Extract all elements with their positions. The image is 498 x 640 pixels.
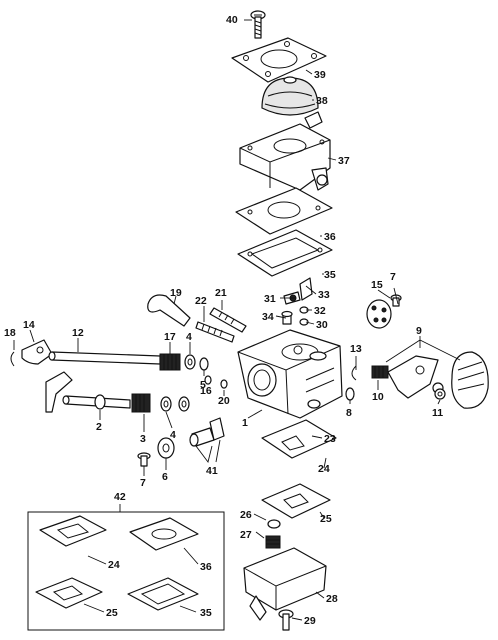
callout-14: 14 [23, 319, 35, 331]
callout-16: 16 [200, 385, 212, 397]
callout-24: 24 [318, 463, 330, 475]
callout-15: 15 [371, 279, 383, 291]
callout-21: 21 [215, 287, 227, 299]
part-18-clip [10, 351, 15, 367]
callout-23: 23 [324, 433, 336, 445]
callout-24-kit: 24 [108, 559, 120, 571]
part-37-pump-housing [239, 111, 331, 191]
part-4-washer-upper [184, 354, 196, 370]
callout-41: 41 [206, 465, 218, 477]
callout-34: 34 [262, 311, 274, 323]
callout-6: 6 [162, 471, 168, 483]
part-7-screw-top [390, 294, 402, 307]
part-12-choke-shaft [48, 351, 161, 365]
callout-39: 39 [314, 69, 326, 81]
part-33-fitting [299, 277, 313, 301]
part-26-valve [267, 519, 281, 529]
part-19-choke-knob [147, 294, 191, 327]
callout-2: 2 [96, 421, 102, 433]
part-16-plug [204, 375, 212, 385]
callout-28: 28 [326, 593, 338, 605]
callout-25: 25 [320, 513, 332, 525]
part-24-gasket [261, 419, 337, 459]
part-11-nut [434, 388, 446, 400]
part-13-clip [351, 365, 357, 381]
callout-13: 13 [350, 343, 362, 355]
part-36-pump-diaphragm [235, 187, 333, 235]
part-30-clip [299, 318, 309, 326]
part-4-washer-lower [160, 396, 172, 412]
callout-27: 27 [240, 529, 252, 541]
leader-lines [13, 19, 461, 621]
part-29-screw [278, 609, 294, 631]
callout-36: 36 [324, 231, 336, 243]
part-2-throttle-shaft [45, 371, 131, 413]
part-20-ring [220, 379, 228, 389]
callout-7-lower: 7 [140, 477, 146, 489]
callout-32: 32 [314, 305, 326, 317]
callout-22: 22 [195, 295, 207, 307]
part-1-carburetor-body [237, 329, 343, 419]
callout-26: 26 [240, 509, 252, 521]
callout-17: 17 [164, 331, 176, 343]
part-28-cover [243, 547, 327, 621]
callout-1: 1 [242, 417, 248, 429]
part-5-ring-lower [178, 396, 190, 412]
callout-36-kit: 36 [200, 561, 212, 573]
part-25-diaphragm [261, 483, 331, 519]
callout-8: 8 [346, 407, 352, 419]
callout-12: 12 [72, 327, 84, 339]
callout-7-top: 7 [390, 271, 396, 283]
part-15-plate [366, 299, 392, 329]
callout-11: 11 [432, 407, 443, 419]
part-7-screw-lower [137, 452, 151, 467]
callout-20: 20 [218, 395, 230, 407]
part-35-gasket [237, 229, 333, 277]
callout-33: 33 [318, 289, 330, 301]
part-22-adjust-screw [195, 321, 235, 343]
part-9-throttle-assembly [387, 351, 489, 409]
callout-19: 19 [170, 287, 182, 299]
callout-40: 40 [226, 14, 238, 26]
callout-4-lower: 4 [170, 429, 176, 441]
part-17-spring [159, 353, 181, 371]
callout-18: 18 [4, 327, 16, 339]
callout-3: 3 [140, 433, 146, 445]
part-27-spring [265, 535, 281, 549]
part-8-plug [345, 387, 355, 401]
part-21-adjust-screw [209, 307, 247, 333]
callout-42: 42 [114, 491, 126, 503]
part-41-jet-set [189, 417, 225, 447]
callout-5: 5 [200, 379, 206, 391]
part-5-ring-upper [199, 357, 209, 371]
part-10-spring [371, 365, 389, 379]
part-40-screw [250, 10, 266, 39]
part-3-spring [131, 393, 151, 413]
part-39-cover-plate [231, 37, 327, 83]
callout-25-kit: 25 [106, 607, 118, 619]
callout-38: 38 [316, 95, 328, 107]
callout-31: 31 [264, 293, 276, 305]
part-38-primer-bulb [261, 76, 319, 116]
part-34-screw [281, 310, 293, 325]
kit-42-box [27, 504, 225, 631]
callout-29: 29 [304, 615, 316, 627]
callout-10: 10 [372, 391, 384, 403]
callout-35: 35 [324, 269, 336, 281]
part-14-lever [21, 339, 53, 365]
callout-4-upper: 4 [186, 331, 192, 343]
callout-labels: 40 39 38 37 36 35 33 32 31 34 30 15 7 9 … [4, 14, 443, 627]
callout-35-kit: 35 [200, 607, 212, 619]
callout-30: 30 [316, 319, 328, 331]
callout-37: 37 [338, 155, 350, 167]
callout-9: 9 [416, 325, 422, 337]
part-6-washer [157, 437, 175, 459]
